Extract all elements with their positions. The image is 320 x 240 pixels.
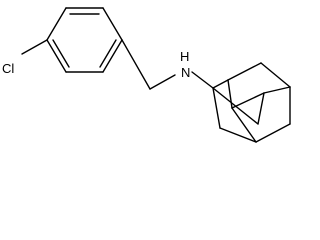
ring-double-bond-2: [99, 39, 117, 68]
chlorophenyl-ring: [46, 7, 123, 73]
ring-bond-3: [102, 39, 123, 73]
cage-bond-2: [227, 62, 262, 81]
adamantane-cage: [212, 62, 291, 143]
ring-double-bond-3: [52, 39, 70, 68]
cage-bond-11: [231, 107, 257, 143]
cage-bond-9: [231, 92, 265, 109]
cage-bond-8: [227, 79, 233, 109]
nitrogen-adamantyl-bond: [191, 71, 214, 89]
ring-bond-6: [46, 7, 67, 41]
ch2-nitrogen-bond: [149, 74, 176, 90]
chloro-bond: [21, 39, 48, 55]
amine-group: H N: [180, 49, 190, 80]
chemical-structure: Cl H N: [2, 7, 291, 143]
cage-bond-5: [255, 123, 291, 143]
benzyl-bond: [121, 39, 151, 90]
cage-bond-12: [257, 92, 265, 125]
cage-bond-13: [212, 87, 259, 125]
cage-bond-10: [263, 86, 291, 94]
ring-bond-5: [46, 39, 67, 73]
hydrogen-atom-label: H: [180, 49, 189, 64]
ring-bond-2: [102, 7, 123, 41]
cage-bond-3: [260, 62, 291, 88]
cage-bond-1: [212, 79, 229, 89]
chlorine-atom-label: Cl: [2, 61, 14, 76]
cage-bond-7: [212, 87, 221, 129]
cage-bond-6: [219, 127, 257, 143]
nitrogen-atom-label: N: [181, 65, 190, 80]
